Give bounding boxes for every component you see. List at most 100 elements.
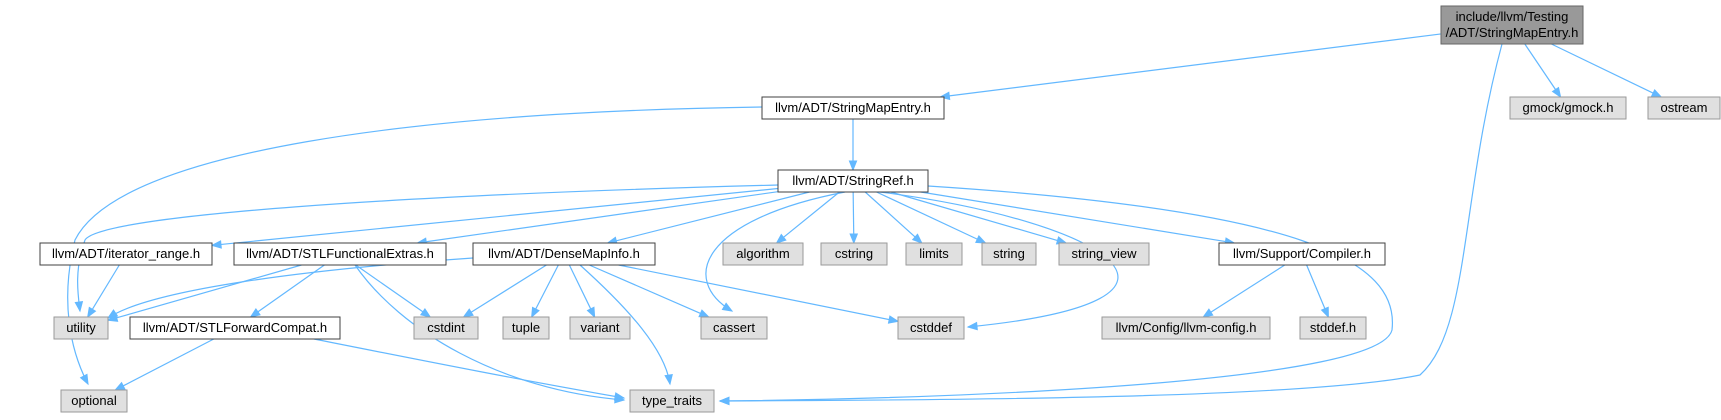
node-box-ostream[interactable] [1647,96,1721,120]
node-label-stddef-0: stddef.h [1310,320,1356,335]
node-label-ostream-0: ostream [1661,100,1708,115]
node-cstddef[interactable]: cstddef [897,316,965,340]
edge-stringref-to-cassert-arrowhead [721,302,734,312]
edge-root-to-sme-arrowhead [939,91,951,101]
node-dmi[interactable]: llvm/ADT/DenseMapInfo.h [472,242,656,266]
node-box-tuple[interactable] [502,316,550,340]
edge-stringref-to-algorithm [782,191,840,239]
node-box-utility[interactable] [53,316,109,340]
node-gmock[interactable]: gmock/gmock.h [1509,96,1627,120]
edge-compiler-to-stddef [1306,264,1326,310]
edge-compiler-to-llvmconfig [1209,264,1286,314]
node-box-string[interactable] [981,242,1037,266]
node-label-tuple-0: tuple [512,320,540,335]
node-label-optional-0: optional [71,393,117,408]
node-box-type_traits[interactable] [629,389,715,413]
edge-root-to-type_traits [719,43,1503,402]
edge-stlfe-to-cstdint-arrowhead [419,308,432,318]
node-box-algorithm[interactable] [722,242,804,266]
edge-dmi-to-tuple-arrowhead [531,306,540,319]
node-label-string_view-0: string_view [1071,246,1137,261]
node-cstdint[interactable]: cstdint [413,316,479,340]
edge-stringref-to-utility [77,184,779,312]
node-cstring[interactable]: cstring [820,242,888,266]
edge-stringref-to-stlfe [425,191,779,243]
edge-stlfc-to-optional [122,338,215,387]
edge-stringref-to-cstring [852,191,855,236]
node-ostream[interactable]: ostream [1647,96,1721,120]
node-box-sme[interactable] [761,96,945,120]
edge-stringref-to-type_traits-arrowhead [718,396,730,406]
node-llvmconfig[interactable]: llvm/Config/llvm-config.h [1101,316,1271,340]
node-iter[interactable]: llvm/ADT/iterator_range.h [39,242,213,266]
edge-sme-to-stringref-arrowhead [848,160,858,172]
node-type_traits[interactable]: type_traits [629,389,715,413]
edge-stringref-to-cstddef-arrowhead [966,321,978,331]
edge-root-to-ostream [1551,43,1655,95]
node-root[interactable]: include/llvm/Testing/ADT/StringMapEntry.… [1440,5,1584,45]
edge-dmi-to-cstdint-arrowhead [462,308,474,318]
edge-stringref-to-dmi [615,191,810,242]
node-box-cassert[interactable] [700,316,768,340]
node-stlfe[interactable]: llvm/ADT/STLFunctionalExtras.h [233,242,447,266]
node-box-compiler[interactable] [1218,242,1386,266]
node-variant[interactable]: variant [569,316,631,340]
node-box-stddef[interactable] [1299,316,1367,340]
node-label-stringref-0: llvm/ADT/StringRef.h [792,173,913,188]
node-cassert[interactable]: cassert [700,316,768,340]
node-stlfc[interactable]: llvm/ADT/STLForwardCompat.h [129,316,341,340]
node-label-cassert-0: cassert [713,320,755,335]
edge-stlfc-to-type_traits [313,338,625,399]
edges-layer [67,33,1663,406]
edge-sme-to-optional-arrowhead [79,373,89,386]
node-box-llvmconfig[interactable] [1101,316,1271,340]
edge-dmi-to-cassert [589,264,702,315]
node-tuple[interactable]: tuple [502,316,550,340]
edge-dmi-to-cassert-arrowhead [698,309,710,318]
node-box-iter[interactable] [39,242,213,266]
node-box-root[interactable] [1440,5,1584,45]
edge-stringref-to-iter [219,187,779,246]
node-utility[interactable]: utility [53,316,109,340]
node-box-cstring[interactable] [820,242,888,266]
node-box-stlfc[interactable] [129,316,341,340]
edge-stlfe-to-type_traits [354,264,625,401]
edge-dmi-to-cstdint [469,264,547,314]
node-box-limits[interactable] [905,242,963,266]
edge-stlfc-to-type_traits-arrowhead [613,392,626,401]
node-box-string_view[interactable] [1058,242,1150,266]
node-algorithm[interactable]: algorithm [722,242,804,266]
node-box-dmi[interactable] [472,242,656,266]
node-stddef[interactable]: stddef.h [1299,316,1367,340]
node-box-optional[interactable] [60,389,128,413]
node-box-cstdint[interactable] [413,316,479,340]
edge-stringref-to-utility-arrowhead [74,301,84,313]
edge-stringref-to-string [876,191,979,241]
edge-stringref-to-iter-arrowhead [210,240,222,249]
node-stringref[interactable]: llvm/ADT/StringRef.h [777,169,929,193]
nodes-layer: include/llvm/Testing/ADT/StringMapEntry.… [39,5,1721,413]
edge-stlfe-to-stlfc-arrowhead [249,307,261,318]
edge-root-to-ostream-arrowhead [1650,88,1663,98]
node-label-cstddef-0: cstddef [910,320,952,335]
node-string_view[interactable]: string_view [1058,242,1150,266]
node-limits[interactable]: limits [905,242,963,266]
edge-compiler-to-stddef-arrowhead [1320,306,1329,319]
edge-stringref-to-limits-arrowhead [911,233,923,244]
node-label-string-0: string [993,246,1025,261]
node-box-cstddef[interactable] [897,316,965,340]
node-box-stringref[interactable] [777,169,929,193]
node-optional[interactable]: optional [60,389,128,413]
node-string[interactable]: string [981,242,1037,266]
node-sme[interactable]: llvm/ADT/StringMapEntry.h [761,96,945,120]
edge-dmi-to-utility-arrowhead [106,309,119,319]
node-box-gmock[interactable] [1509,96,1627,120]
node-box-variant[interactable] [569,316,631,340]
edge-stlfe-to-utility [115,264,302,319]
node-label-utility-0: utility [66,320,96,335]
node-compiler[interactable]: llvm/Support/Compiler.h [1218,242,1386,266]
node-box-stlfe[interactable] [233,242,447,266]
edge-stringref-to-compiler [920,191,1227,243]
edge-stlfe-to-cstdint [355,264,425,313]
